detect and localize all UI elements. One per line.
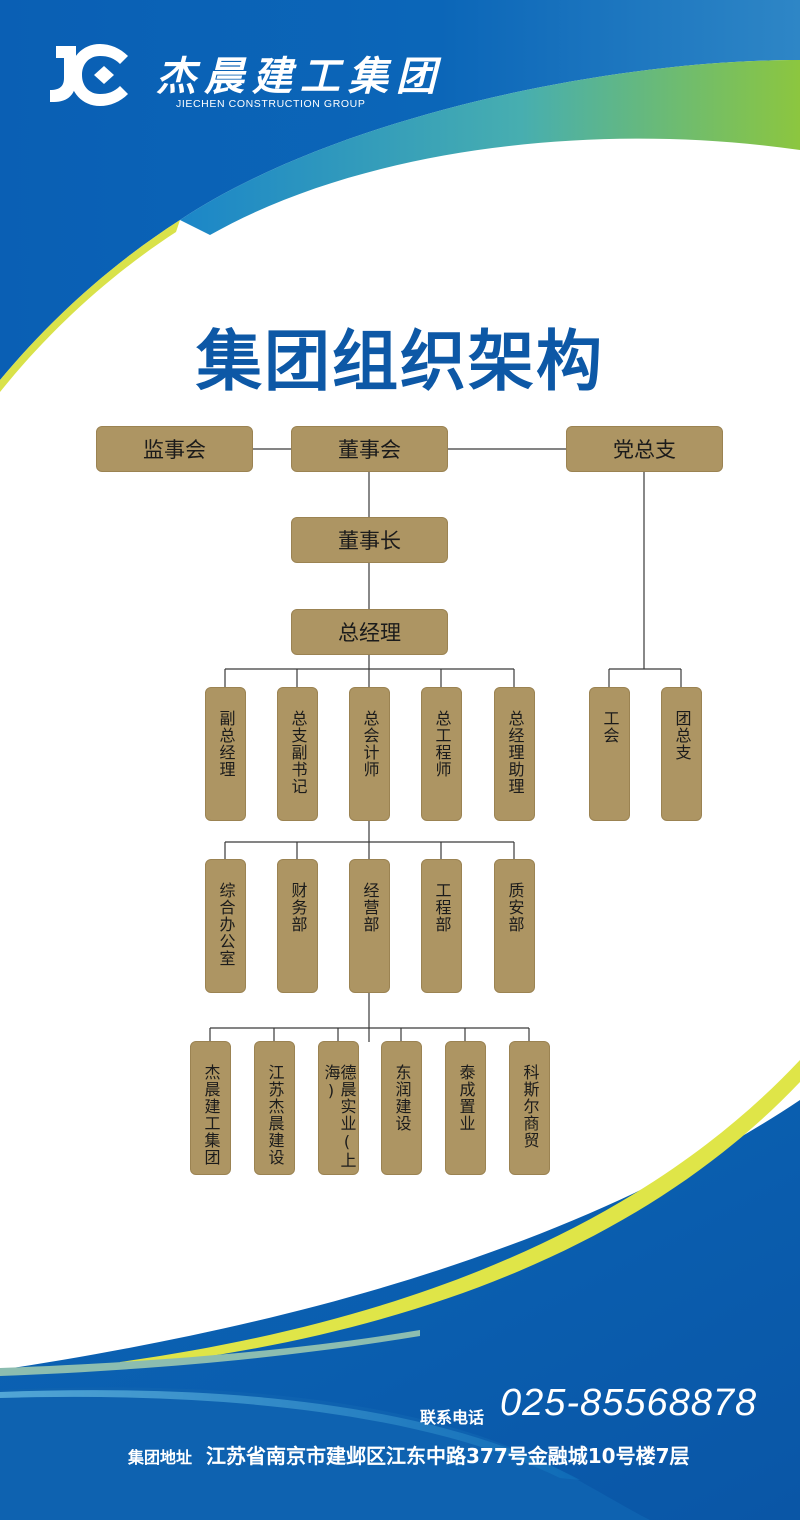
node-executive: 副总经理 — [205, 687, 246, 821]
node-subsidiary: 东润建设 — [381, 1041, 422, 1175]
node-label: 董事长 — [338, 529, 401, 553]
node-subsidiary: 杰晨建工集团 — [190, 1041, 231, 1175]
node-department: 经营部 — [349, 859, 390, 993]
node-label: 质安部 — [505, 882, 525, 933]
node-chairman: 董事长 — [291, 517, 448, 563]
node-department: 工程部 — [421, 859, 462, 993]
node-label: 泰成置业 — [456, 1064, 476, 1132]
node-label: 党总支 — [613, 438, 676, 462]
node-label: 董事会 — [338, 438, 401, 462]
node-label: 工会 — [600, 710, 620, 744]
node-party-branch: 党总支 — [566, 426, 723, 472]
node-label: 副总经理 — [216, 710, 236, 778]
node-board-of-directors: 董事会 — [291, 426, 448, 472]
node-label: 总会计师 — [360, 710, 380, 778]
node-subsidiary: 科斯尔商贸 — [509, 1041, 550, 1175]
logo-icon — [50, 44, 128, 106]
address-text: 江苏省南京市建邺区江东中路377号金融城10号楼7层 — [206, 1444, 690, 1468]
node-label: 团总支 — [672, 710, 692, 761]
node-label: 总支副书记 — [288, 710, 308, 795]
node-executive: 总工程师 — [421, 687, 462, 821]
node-label: 总经理助理 — [505, 710, 525, 795]
node-party-unit: 工会 — [589, 687, 630, 821]
node-subsidiary: 德晨实业(上海) — [318, 1041, 359, 1175]
node-label: 综合办公室 — [216, 882, 236, 967]
node-label: 杰晨建工集团 — [201, 1064, 221, 1166]
node-executive: 总支副书记 — [277, 687, 318, 821]
node-executive: 总会计师 — [349, 687, 390, 821]
node-label: 监事会 — [143, 438, 206, 462]
node-label: 工程部 — [432, 882, 452, 933]
node-general-manager: 总经理 — [291, 609, 448, 655]
node-label: 总工程师 — [432, 710, 452, 778]
node-department: 综合办公室 — [205, 859, 246, 993]
node-label: 科斯尔商贸 — [520, 1064, 540, 1149]
node-department: 财务部 — [277, 859, 318, 993]
node-label: 经营部 — [360, 882, 380, 933]
page-title: 集团组织架构 — [196, 323, 604, 400]
node-party-unit: 团总支 — [661, 687, 702, 821]
node-label: 财务部 — [288, 882, 308, 933]
node-executive: 总经理助理 — [494, 687, 535, 821]
node-subsidiary: 泰成置业 — [445, 1041, 486, 1175]
brand-name-en: JIECHEN CONSTRUCTION GROUP — [176, 98, 366, 110]
node-supervisory-board: 监事会 — [96, 426, 253, 472]
node-department: 质安部 — [494, 859, 535, 993]
node-label: 东润建设 — [392, 1064, 412, 1132]
node-subsidiary: 江苏杰晨建设 — [254, 1041, 295, 1175]
node-label: 总经理 — [338, 621, 401, 645]
phone-number: 025-85568878 — [500, 1382, 758, 1424]
brand-name-cn: 杰晨建工集团 — [156, 53, 444, 100]
node-label: 德晨实业(上海) — [321, 1064, 357, 1169]
phone-label: 联系电话 — [420, 1408, 485, 1427]
address-label: 集团地址 — [128, 1448, 193, 1467]
node-label: 江苏杰晨建设 — [265, 1064, 285, 1166]
